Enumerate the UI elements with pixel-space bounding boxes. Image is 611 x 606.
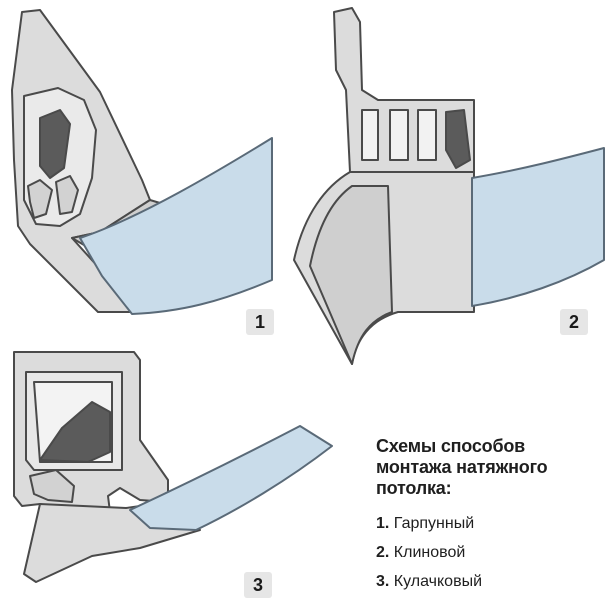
cam-mount-diagram (13, 351, 333, 583)
legend-item-text: Гарпунный (393, 515, 475, 532)
legend-item-number: 2. (376, 544, 390, 561)
harpoon-hook (55, 175, 79, 215)
cam-lower-jaw (29, 469, 75, 503)
diagram-number-badge: 1 (246, 309, 274, 335)
cam-film (129, 425, 333, 531)
diagram-number-badge: 2 (560, 309, 588, 335)
harpoon-dark-insert (39, 109, 71, 179)
diagram-number-badge: 3 (244, 572, 272, 598)
legend-item-number: 1. (376, 515, 390, 532)
wedge-dark-insert (445, 109, 471, 169)
legend-title: Схемы способов монтажа натяжного потолка… (376, 436, 606, 499)
legend-title-line: потолка: (376, 478, 452, 498)
wedge-slot (389, 109, 409, 161)
legend-item: 2. Клиновой (376, 538, 606, 567)
wedge-mount-diagram (293, 7, 605, 365)
legend: Схемы способов монтажа натяжного потолка… (376, 436, 606, 596)
legend-item-text: Кулачковый (393, 573, 482, 590)
legend-item: 3. Кулачковый (376, 567, 606, 596)
wedge-wall-face (309, 185, 393, 365)
legend-title-line: Схемы способов (376, 436, 526, 456)
harpoon-hook (27, 179, 53, 219)
wedge-slot (361, 109, 379, 161)
wedge-slot (417, 109, 437, 161)
legend-title-line: монтажа натяжного (376, 457, 548, 477)
wedge-film (471, 147, 605, 307)
legend-item-number: 3. (376, 573, 390, 590)
harpoon-mount-diagram (11, 9, 273, 315)
legend-item-text: Клиновой (393, 544, 466, 561)
harpoon-film (79, 137, 273, 315)
legend-list: 1. Гарпунный 2. Клиновой 3. Кулачковый (376, 509, 606, 596)
legend-item: 1. Гарпунный (376, 509, 606, 538)
cam-dark-insert (39, 401, 111, 463)
